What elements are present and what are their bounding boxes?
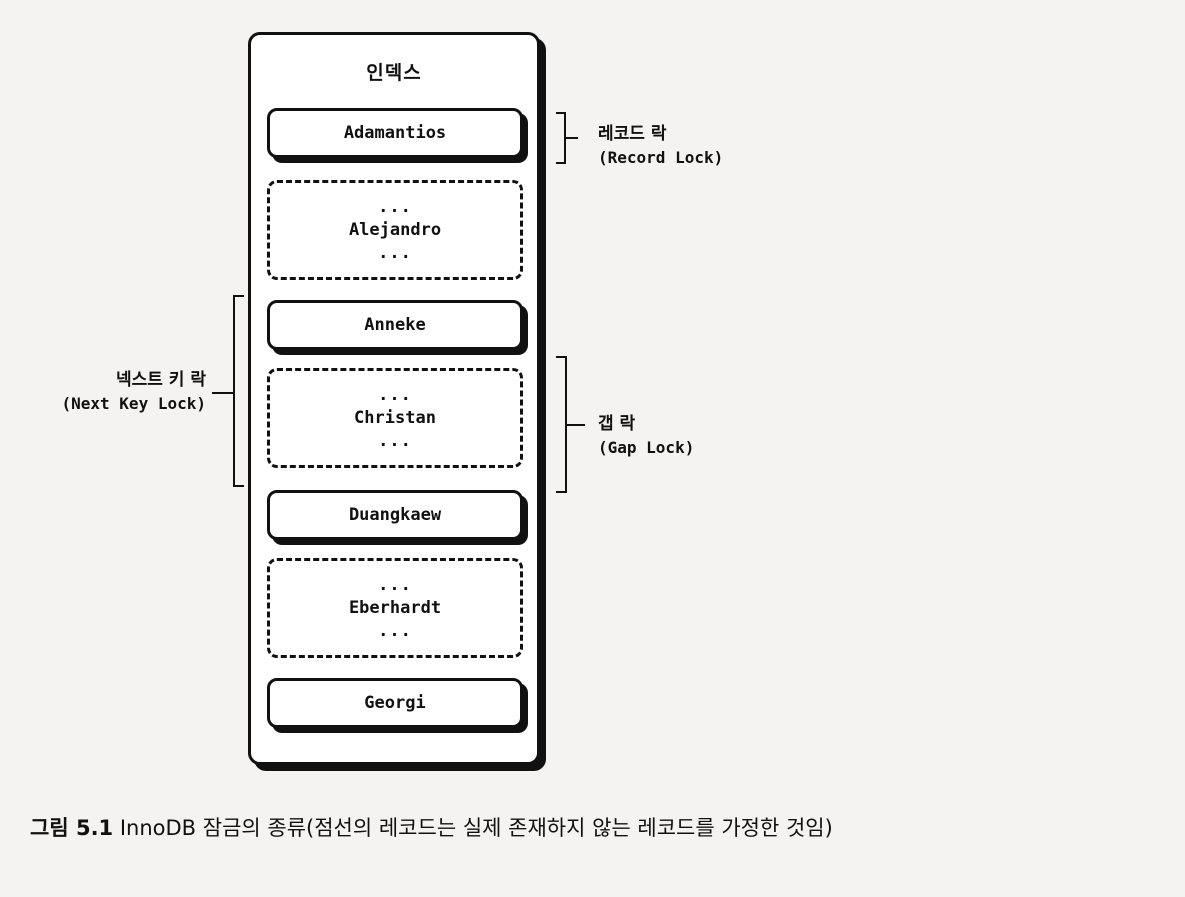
figure-caption: 그림 5.1 InnoDB 잠금의 종류(점선의 레코드는 실제 존재하지 않는…	[30, 812, 833, 842]
ellipsis-top: ...	[378, 196, 412, 217]
record-lock-tick	[566, 137, 578, 139]
next-key-lock-label-en: (Next Key Lock)	[61, 394, 207, 413]
record-label: Georgi	[364, 693, 426, 713]
gap-record-eberhardt: ... Eberhardt ...	[267, 558, 523, 658]
gap-record-alejandro: ... Alejandro ...	[267, 180, 523, 280]
ellipsis-bottom: ...	[378, 620, 412, 641]
ellipsis-bottom: ...	[378, 430, 412, 451]
gap-lock-tick	[567, 424, 585, 426]
next-key-lock-tick	[212, 392, 233, 394]
record-label: Adamantios	[343, 123, 447, 143]
record-georgi: Georgi	[267, 678, 523, 728]
ellipsis-top: ...	[378, 574, 412, 595]
gap-record-christan: ... Christan ...	[267, 368, 523, 468]
gap-lock-label: 갭 락 (Gap Lock)	[598, 412, 694, 460]
record-anneke: Anneke	[267, 300, 523, 350]
record-label: Alejandro	[348, 219, 442, 240]
record-lock-bracket	[556, 112, 566, 164]
next-key-lock-label-ko: 넥스트 키 락	[115, 370, 206, 390]
record-label: Duangkaew	[348, 505, 442, 525]
ellipsis-bottom: ...	[378, 242, 412, 263]
record-duangkaew: Duangkaew	[267, 490, 523, 540]
record-lock-label-ko: 레코드 락	[598, 124, 667, 144]
figure-number: 그림 5.1	[30, 816, 114, 840]
gap-lock-bracket	[556, 356, 567, 493]
record-label: Anneke	[364, 315, 426, 335]
record-adamantios: Adamantios	[267, 108, 523, 158]
index-title: 인덱스	[366, 62, 422, 84]
record-lock-label-en: (Record Lock)	[598, 148, 724, 167]
next-key-lock-label: 넥스트 키 락 (Next Key Lock)	[36, 368, 207, 416]
next-key-lock-bracket	[233, 295, 244, 487]
record-label: Christan	[354, 407, 436, 428]
gap-lock-label-en: (Gap Lock)	[598, 438, 695, 457]
record-lock-label: 레코드 락 (Record Lock)	[598, 122, 723, 170]
ellipsis-top: ...	[378, 384, 412, 405]
gap-lock-label-ko: 갭 락	[598, 414, 636, 434]
figure-caption-text: InnoDB 잠금의 종류(점선의 레코드는 실제 존재하지 않는 레코드를 가…	[119, 816, 833, 840]
record-label: Eberhardt	[348, 597, 442, 618]
